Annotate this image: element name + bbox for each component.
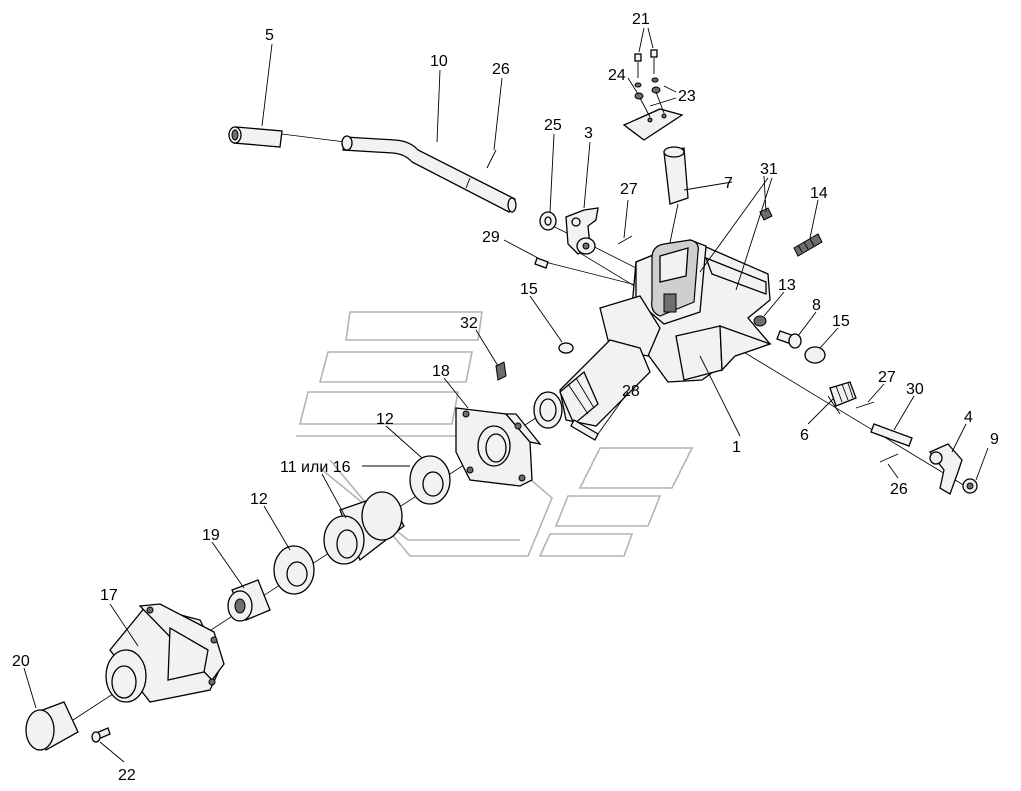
part-1-bracket	[599, 239, 772, 383]
part-13-nut	[753, 315, 767, 327]
part-14-spring	[793, 233, 823, 257]
part-18-flange	[455, 407, 542, 487]
part-22-screw	[91, 727, 111, 743]
part-26-pin-top	[486, 149, 497, 169]
part-28-pin	[570, 419, 599, 441]
label-19: 19	[202, 527, 220, 544]
label-17: 17	[100, 587, 118, 604]
label-4: 4	[964, 409, 973, 426]
label-23: 23	[678, 88, 696, 105]
label-10: 10	[430, 53, 448, 70]
part-20-cap	[25, 701, 79, 751]
part-15-cap-right	[804, 346, 826, 364]
part-23-plate	[622, 91, 684, 141]
leader-lines	[23, 27, 989, 763]
label-25: 25	[544, 117, 562, 134]
part-3-latch	[565, 207, 599, 255]
part-shaft	[533, 339, 651, 429]
callout-labels: 5 10 26 25 3 21 24 23 7 31 27 29 14 15 3…	[12, 11, 999, 784]
label-18: 18	[432, 363, 450, 380]
label-12-lower: 12	[250, 491, 268, 508]
label-26-right: 26	[890, 481, 908, 498]
label-30: 30	[906, 381, 924, 398]
label-7: 7	[724, 175, 733, 192]
label-12: 12	[376, 411, 394, 428]
label-24: 24	[608, 67, 626, 84]
part-9-nut	[962, 478, 978, 494]
part-27-pin	[617, 235, 633, 245]
label-15-right: 15	[832, 313, 850, 330]
label-6: 6	[800, 427, 809, 444]
label-20: 20	[12, 653, 30, 670]
watermark-logo	[296, 311, 694, 557]
part-5-grip	[228, 126, 283, 148]
label-3: 3	[584, 125, 593, 142]
label-11-16: 11 или 16	[280, 459, 351, 476]
label-8: 8	[812, 297, 821, 314]
part-10-lever	[341, 135, 517, 213]
part-27-pin-right	[855, 401, 875, 409]
part-4-lever	[928, 443, 963, 495]
label-26: 26	[492, 61, 510, 78]
part-8-pin	[776, 330, 802, 349]
part-29-pin	[534, 257, 549, 269]
label-31: 31	[760, 161, 778, 178]
part-19-nut	[227, 579, 271, 622]
label-14: 14	[810, 185, 828, 202]
part-32-fitting	[495, 361, 507, 381]
part-11-16-bushing	[323, 491, 405, 565]
part-15-ring-left	[558, 342, 574, 354]
part-12-washer-upper	[409, 455, 451, 505]
label-1: 1	[732, 439, 741, 456]
part-26-pin-right	[879, 453, 899, 463]
label-28: 28	[622, 383, 640, 400]
label-32: 32	[460, 315, 478, 332]
part-25-washer	[539, 211, 557, 231]
label-13: 13	[778, 277, 796, 294]
label-21: 21	[632, 11, 650, 28]
label-15: 15	[520, 281, 538, 298]
label-27-right: 27	[878, 369, 896, 386]
part-21-screws	[634, 49, 661, 100]
label-27: 27	[620, 181, 638, 198]
label-9: 9	[990, 431, 999, 448]
part-17-housing	[105, 603, 225, 703]
label-5: 5	[265, 27, 274, 44]
part-7-pin	[663, 146, 689, 263]
part-30-axle	[870, 423, 913, 447]
part-6-spring	[827, 381, 857, 415]
label-29: 29	[482, 229, 500, 246]
label-22: 22	[118, 767, 136, 784]
part-31-bolt	[759, 207, 773, 221]
part-12-washer-lower	[273, 545, 315, 595]
